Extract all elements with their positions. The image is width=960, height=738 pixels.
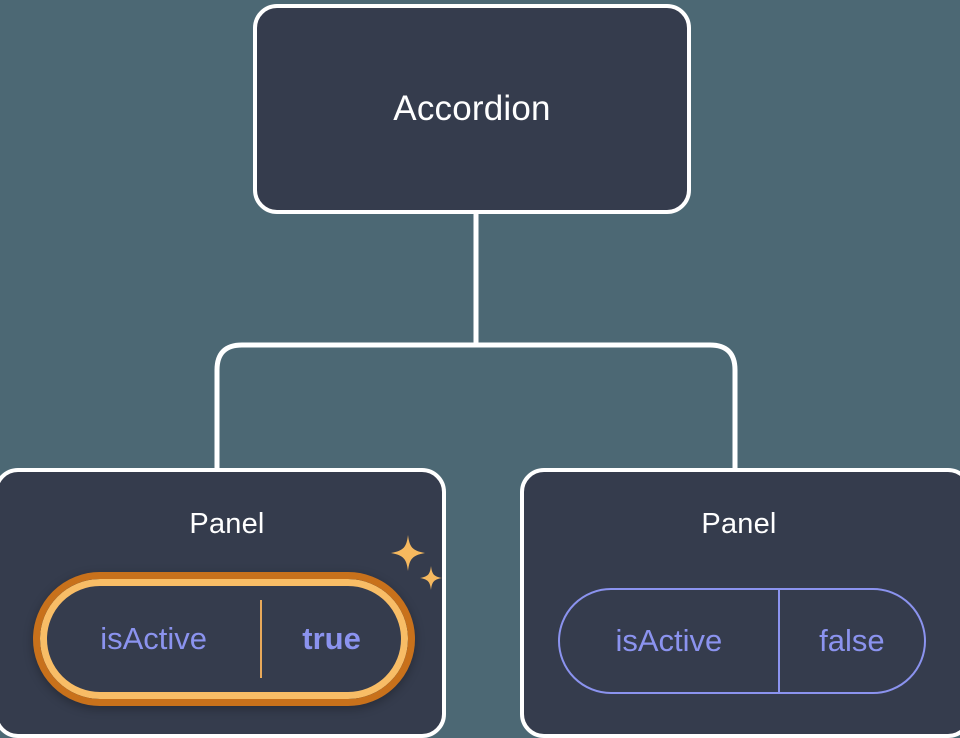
pill-divider bbox=[260, 600, 263, 678]
prop-pill-active[interactable]: isActive true bbox=[33, 572, 415, 706]
prop-value-false: false bbox=[819, 623, 885, 658]
node-panel-inactive-title: Panel bbox=[701, 508, 777, 540]
node-accordion-title: Accordion bbox=[393, 89, 551, 128]
prop-key-isactive: isActive bbox=[100, 621, 207, 656]
prop-pill-inactive[interactable]: isActive false bbox=[558, 588, 926, 694]
prop-pill-inactive-wrapper: isActive false bbox=[558, 588, 926, 694]
prop-value-true: true bbox=[302, 621, 361, 656]
prop-pill-active-wrapper: isActive true bbox=[33, 572, 415, 706]
pill-body: isActive true bbox=[47, 586, 401, 692]
node-panel-active-title: Panel bbox=[189, 508, 265, 540]
prop-key-isactive: isActive bbox=[560, 590, 780, 692]
node-accordion[interactable]: Accordion bbox=[253, 4, 691, 214]
